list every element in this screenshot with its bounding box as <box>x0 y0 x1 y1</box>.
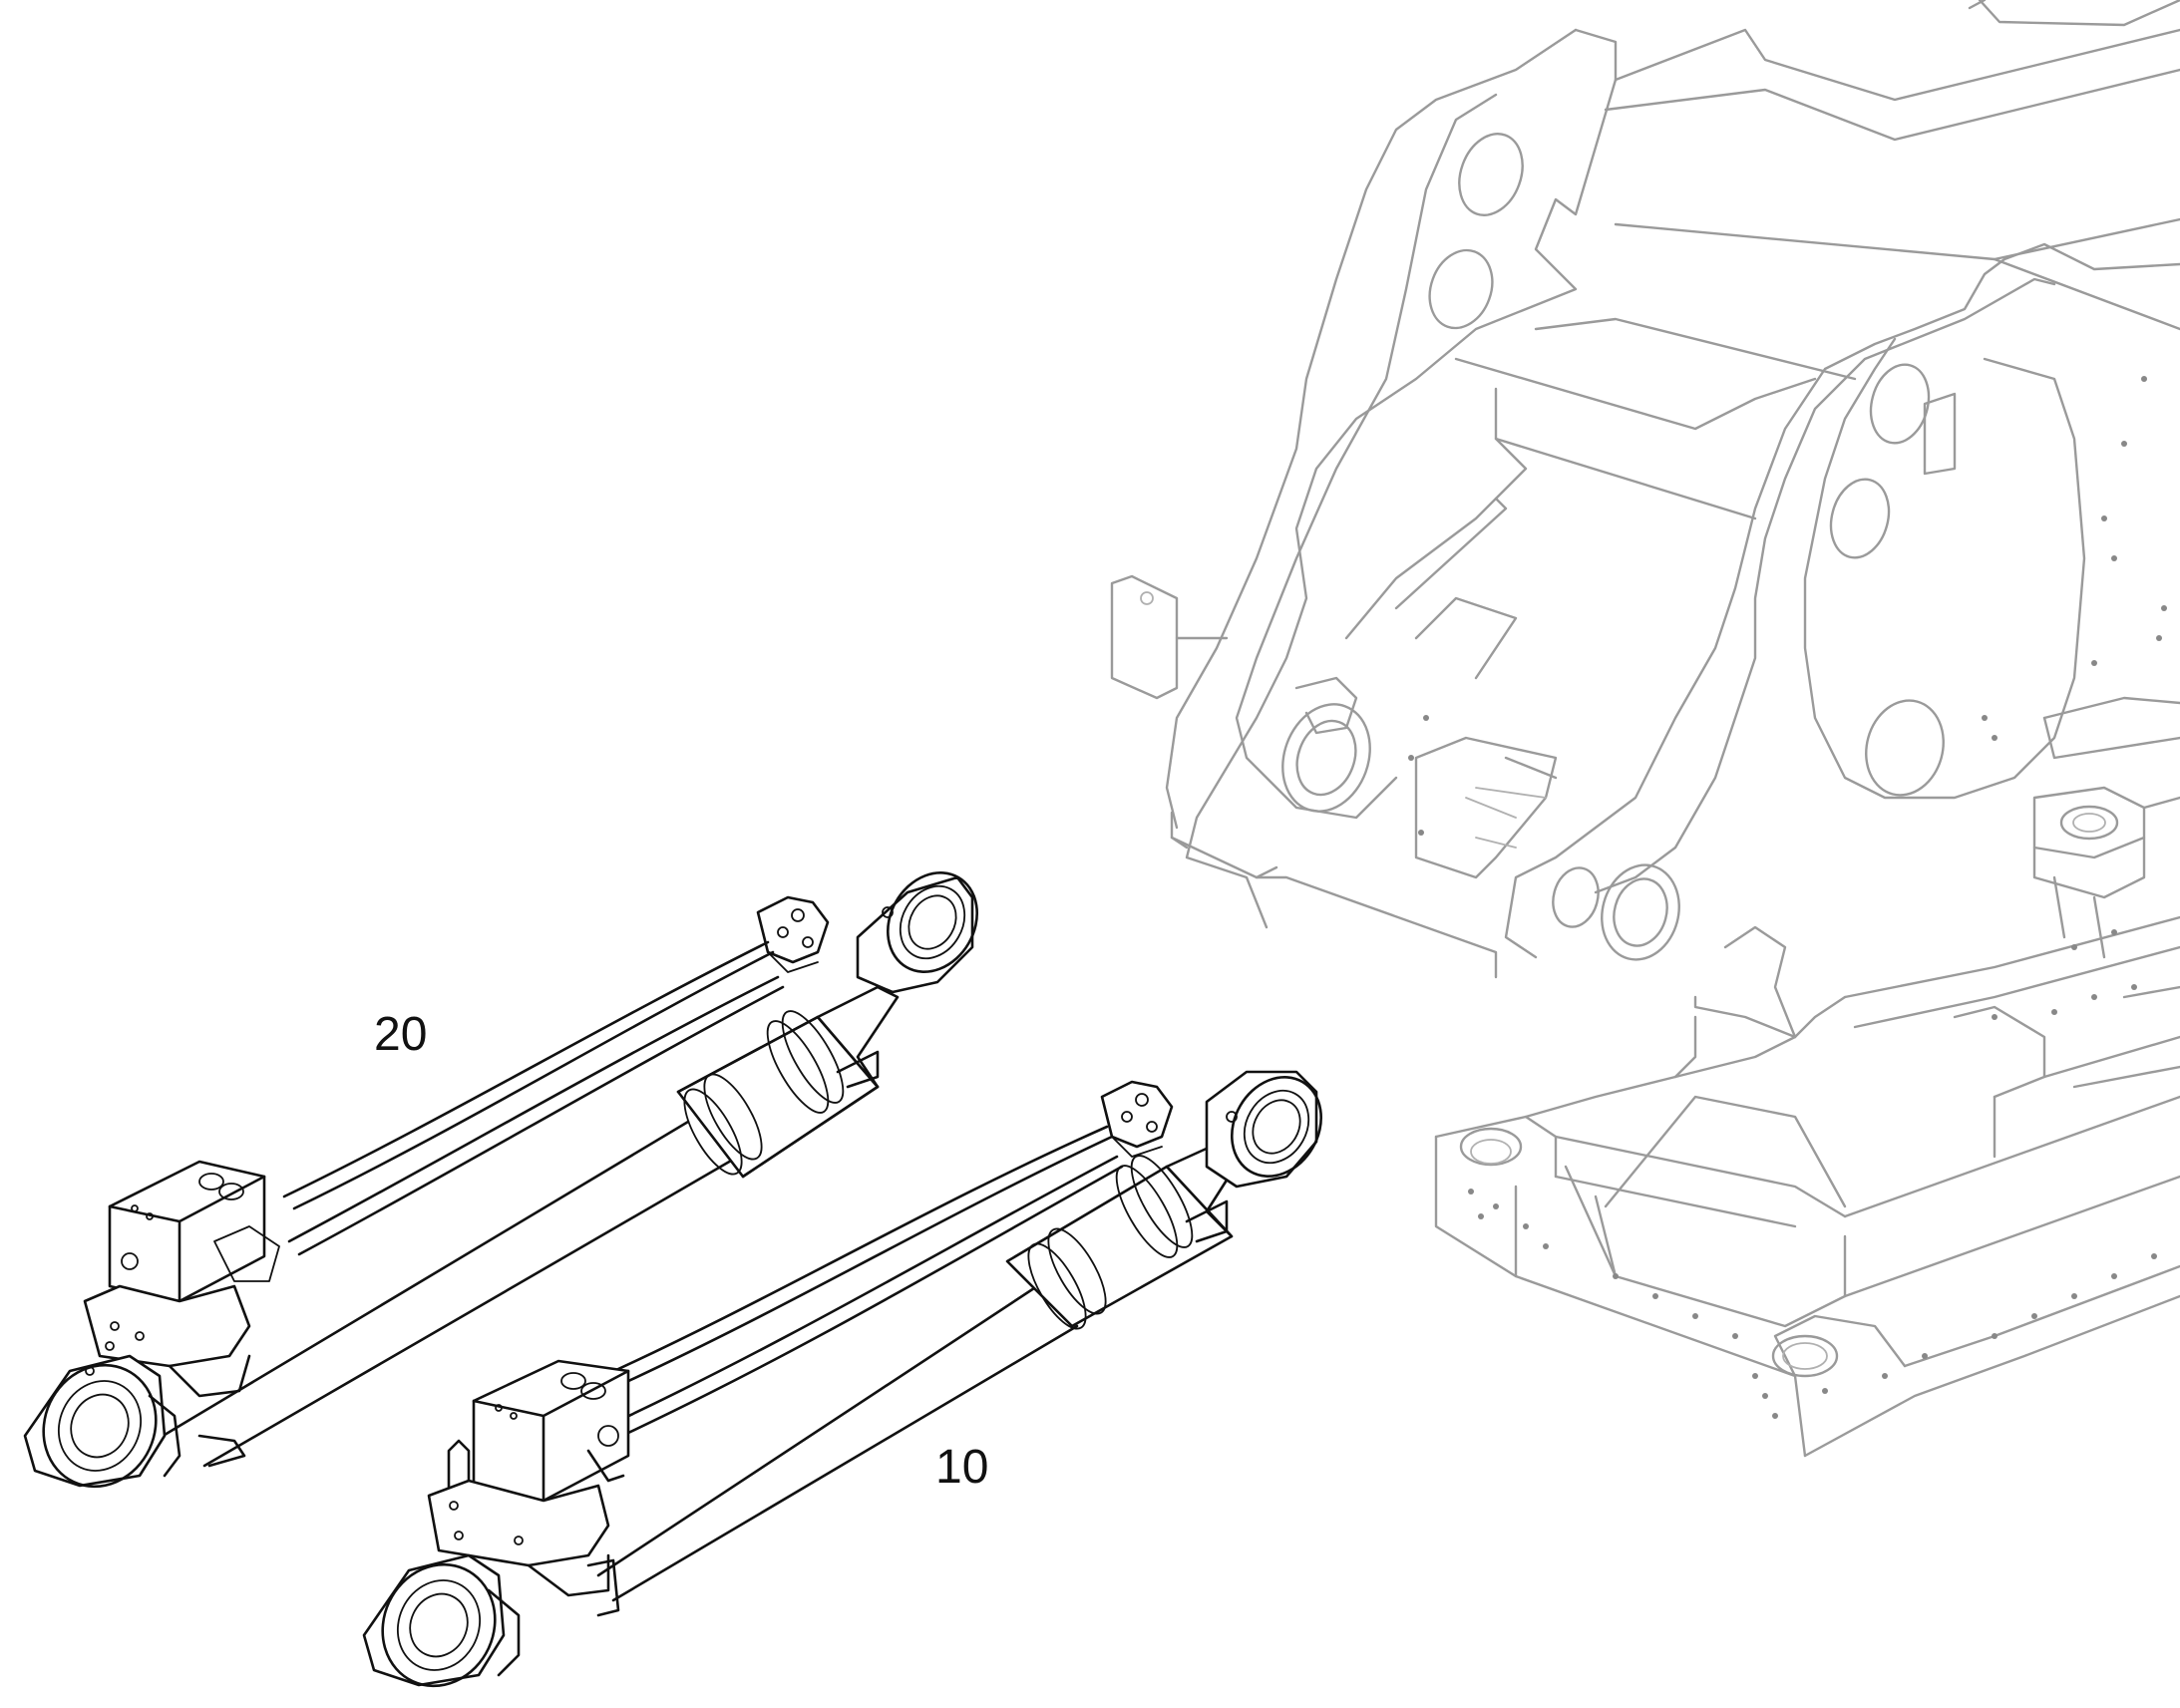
callout-10: 10 <box>935 1441 988 1494</box>
machine-frame <box>1110 0 2180 1458</box>
callout-20: 20 <box>374 1008 427 1061</box>
hydraulic-cylinder-10 <box>362 1070 1323 1688</box>
hydraulic-cylinder-20 <box>23 871 979 1489</box>
